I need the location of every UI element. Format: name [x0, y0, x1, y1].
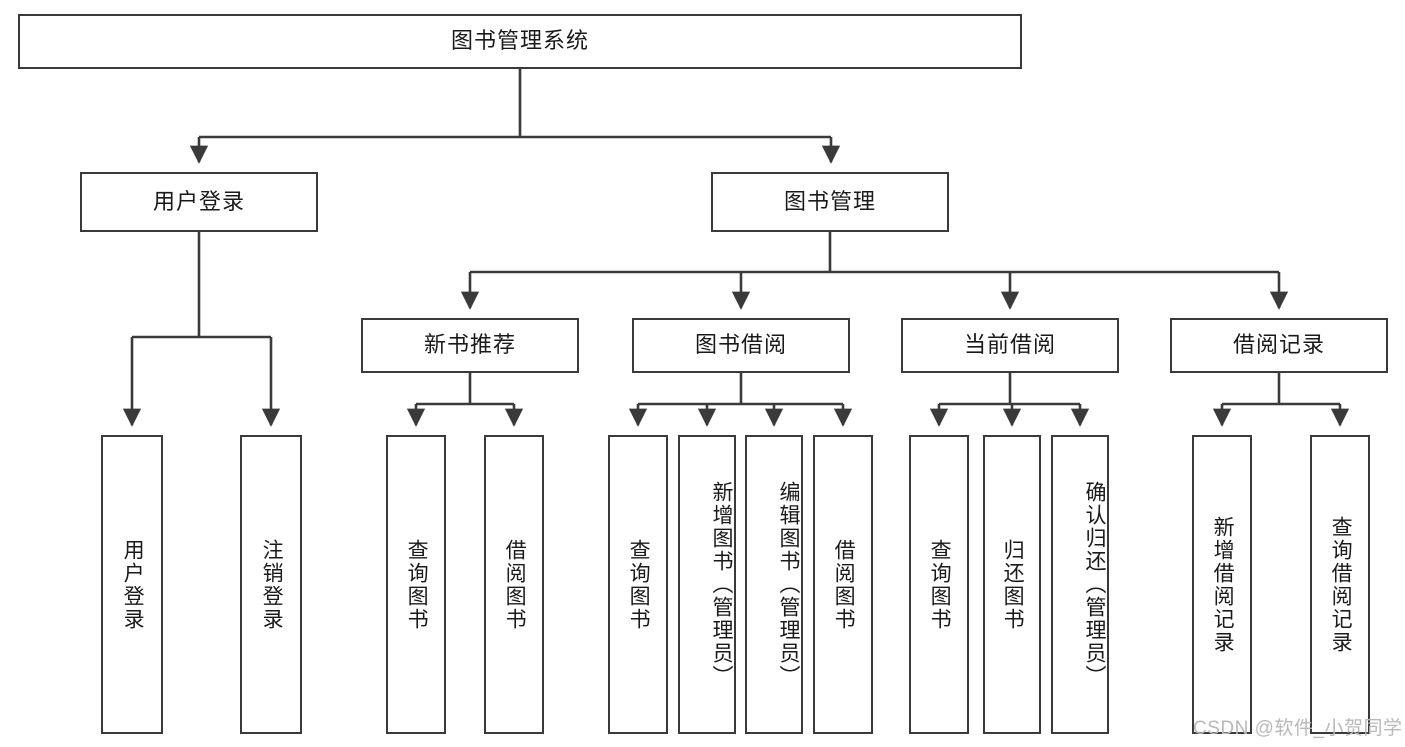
node-leaf-add-record-label: 新增借阅记录 [1211, 515, 1235, 654]
node-leaf-query-book-3-label: 查询图书 [928, 538, 952, 631]
node-leaf-add-record[interactable]: 新增借阅记录 [1192, 435, 1252, 734]
node-user-login-label: 用户登录 [152, 188, 245, 214]
node-leaf-return-book-label: 归还图书 [1001, 538, 1025, 631]
node-root[interactable]: 图书管理系统 [18, 14, 1022, 69]
node-leaf-logout-login-label: 注销登录 [260, 538, 284, 631]
node-leaf-query-book-2[interactable]: 查询图书 [608, 435, 668, 734]
node-user-login[interactable]: 用户登录 [80, 172, 318, 232]
node-leaf-query-record[interactable]: 查询借阅记录 [1310, 435, 1370, 734]
node-leaf-user-login[interactable]: 用户登录 [101, 435, 163, 734]
node-leaf-borrow-book-2-label: 借阅图书 [832, 538, 856, 631]
node-leaf-logout-login[interactable]: 注销登录 [240, 435, 302, 734]
node-leaf-add-book-label: 新增图书（管理员） [710, 481, 733, 688]
node-borrow-record[interactable]: 借阅记录 [1170, 318, 1388, 373]
node-leaf-confirm-return[interactable]: 确认归还（管理员） [1051, 435, 1109, 734]
node-book-borrow-label: 图书借阅 [694, 332, 787, 358]
node-leaf-edit-book[interactable]: 编辑图书（管理员） [745, 435, 803, 734]
node-leaf-query-book-3[interactable]: 查询图书 [909, 435, 969, 734]
node-leaf-edit-book-label: 编辑图书（管理员） [777, 481, 800, 688]
node-leaf-query-book-1[interactable]: 查询图书 [386, 435, 446, 734]
node-root-label: 图书管理系统 [450, 28, 589, 54]
node-book-manage-label: 图书管理 [783, 188, 876, 214]
node-leaf-return-book[interactable]: 归还图书 [983, 435, 1041, 734]
node-book-manage[interactable]: 图书管理 [711, 172, 949, 232]
node-leaf-confirm-return-label: 确认归还（管理员） [1083, 481, 1106, 688]
csdn-watermark: CSDN @软件_小贺同学 [1193, 718, 1403, 739]
node-current-borrow-label: 当前借阅 [963, 332, 1056, 358]
node-leaf-query-record-label: 查询借阅记录 [1329, 515, 1353, 654]
node-leaf-borrow-book-1[interactable]: 借阅图书 [484, 435, 544, 734]
node-leaf-query-book-1-label: 查询图书 [405, 538, 429, 631]
node-book-borrow[interactable]: 图书借阅 [632, 318, 850, 373]
node-borrow-record-label: 借阅记录 [1232, 332, 1325, 358]
node-leaf-user-login-label: 用户登录 [121, 538, 145, 631]
node-leaf-borrow-book-2[interactable]: 借阅图书 [813, 435, 873, 734]
node-current-borrow[interactable]: 当前借阅 [901, 318, 1119, 373]
node-leaf-query-book-2-label: 查询图书 [627, 538, 651, 631]
node-new-book-recommend-label: 新书推荐 [423, 332, 516, 358]
node-leaf-borrow-book-1-label: 借阅图书 [503, 538, 527, 631]
node-new-book-recommend[interactable]: 新书推荐 [361, 318, 579, 373]
node-leaf-add-book[interactable]: 新增图书（管理员） [678, 435, 736, 734]
